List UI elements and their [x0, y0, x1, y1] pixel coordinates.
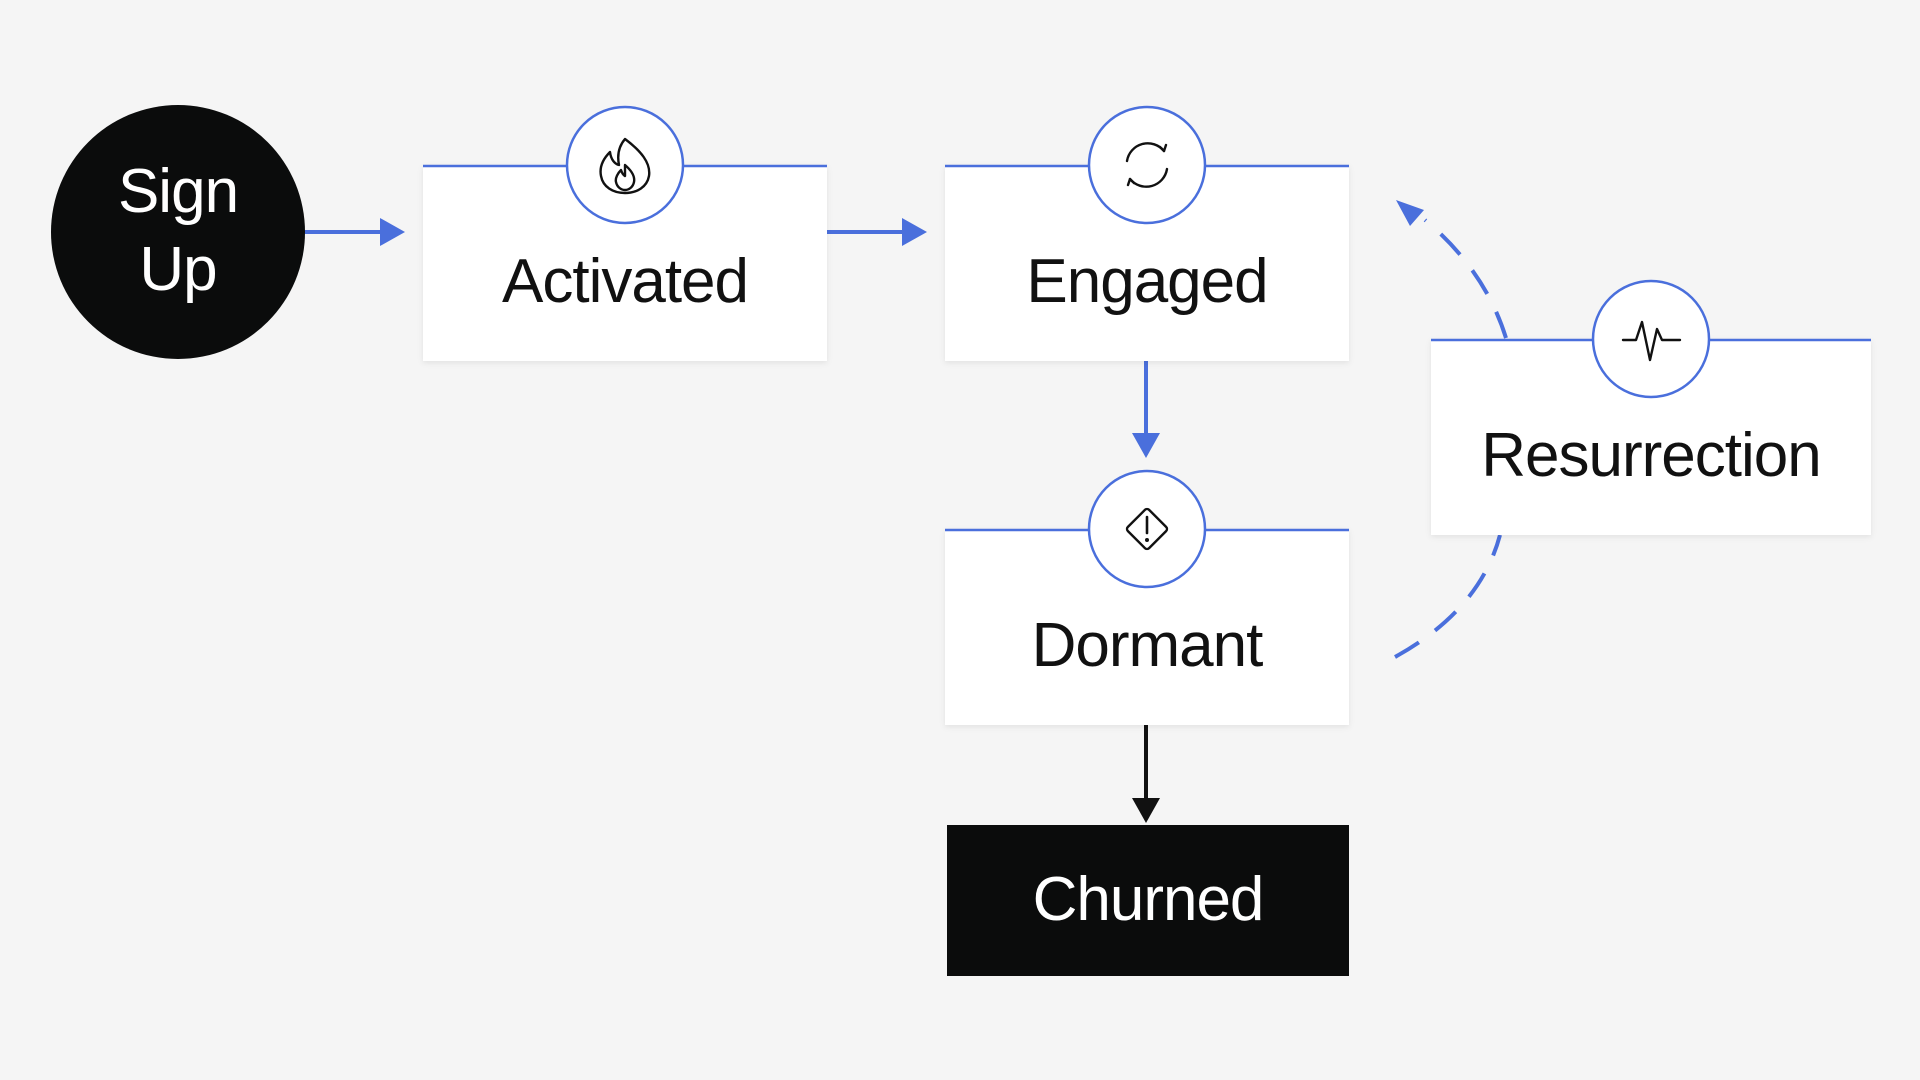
edge-dormant-to-churned — [1132, 725, 1160, 823]
heartbeat-icon — [1621, 320, 1682, 362]
engaged-icon-badge — [1087, 105, 1207, 225]
signup-label-line2: Up — [139, 235, 216, 304]
dormant-icon-badge — [1087, 469, 1207, 589]
edge-activated-to-engaged — [827, 218, 927, 246]
resurrection-label: Resurrection — [1481, 421, 1820, 490]
resurrection-icon-badge — [1591, 279, 1711, 399]
churned-box — [947, 825, 1349, 976]
edge-engaged-to-dormant — [1132, 358, 1160, 458]
refresh-cycle-icon — [1125, 142, 1169, 188]
edge-resurrection-to-engaged — [1396, 200, 1508, 339]
node-resurrection: Resurrection — [1431, 279, 1871, 535]
activated-icon-badge — [565, 105, 685, 225]
engaged-label: Engaged — [1026, 247, 1267, 316]
node-dormant: Dormant — [945, 469, 1349, 725]
node-engaged: Engaged — [945, 105, 1349, 361]
node-signup: Sign Up — [51, 105, 305, 359]
signup-label-line1: Sign — [118, 157, 238, 226]
dormant-label: Dormant — [1032, 611, 1264, 680]
edge-dormant-to-resurrection — [1394, 534, 1502, 659]
signup-circle — [51, 105, 305, 359]
connectors — [305, 200, 1508, 823]
node-churned: Churned — [947, 825, 1349, 976]
warning-diamond-icon — [1125, 507, 1169, 551]
flame-icon — [599, 137, 651, 195]
activated-label: Activated — [502, 247, 748, 316]
node-activated: Activated — [423, 105, 827, 361]
churned-label: Churned — [1033, 865, 1264, 934]
edge-signup-to-activated — [305, 218, 405, 246]
